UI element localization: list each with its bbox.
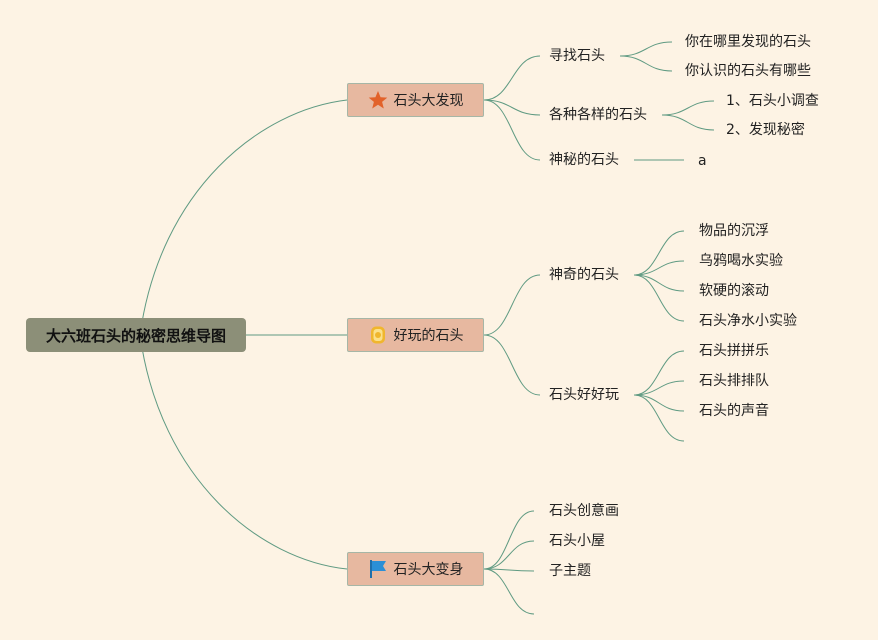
branch-label: 石头大变身 [393,562,464,578]
leaf-stone-survey[interactable]: 1、石头小调查 [726,93,819,109]
leaf-a[interactable]: a [698,153,707,169]
topic-various-stones[interactable]: 各种各样的石头 [549,107,647,123]
link-b2-1-leaf-2 [633,260,685,276]
root-topic-label: 大六班石头的秘密思维导图 [45,326,226,345]
link-b2-1-leaf-4 [633,274,685,322]
badge-icon [368,325,388,345]
link-b1-l2-3 [483,99,541,161]
link-b1-l2-2 [483,99,541,116]
branch-label: 石头大发现 [393,93,464,109]
topic-stone-art[interactable]: 石头创意画 [549,503,619,519]
leaf-sink-float[interactable]: 物品的沉浮 [699,223,769,239]
link-b1-2-leaf-1 [661,100,715,116]
leaf-rolling[interactable]: 软硬的滚动 [699,283,769,299]
topic-magic-stones[interactable]: 神奇的石头 [549,267,619,283]
topic-subtopic[interactable]: 子主题 [549,563,591,579]
branch-fun-stones[interactable]: 好玩的石头 [347,318,484,352]
link-b3-l2-1 [483,510,535,570]
link-b3-l2-3 [483,568,535,572]
leaf-crow-water[interactable]: 乌鸦喝水实验 [699,253,783,269]
link-b3-l2-4 [483,568,535,615]
root-topic[interactable]: 大六班石头的秘密思维导图 [26,318,246,352]
link-root-branch-1 [139,99,348,336]
leaf-water-purify[interactable]: 石头净水小实验 [699,313,797,329]
leaf-stone-line-up[interactable]: 石头排排队 [699,373,769,389]
link-b1-2-leaf-2 [661,114,715,131]
leaf-stone-sound[interactable]: 石头的声音 [699,403,769,419]
flag-icon [368,559,388,579]
link-b3-l2-2 [483,540,535,570]
link-b2-l2-1 [483,274,541,336]
link-b2-2-leaf-4 [633,394,685,442]
topic-mysterious-stones[interactable]: 神秘的石头 [549,152,619,168]
link-root-branch-3 [139,334,348,570]
link-b2-1-leaf-1 [633,230,685,276]
link-b2-l2-2 [483,334,541,396]
topic-find-stones[interactable]: 寻找石头 [549,48,605,64]
leaf-where-found[interactable]: 你在哪里发现的石头 [685,34,811,50]
branch-stone-transform[interactable]: 石头大变身 [347,552,484,586]
branch-stone-discovery[interactable]: 石头大发现 [347,83,484,117]
topic-stone-house[interactable]: 石头小屋 [549,533,605,549]
leaf-known-stones[interactable]: 你认识的石头有哪些 [685,63,811,79]
link-b1-1-leaf-2 [619,55,673,72]
link-b2-2-leaf-2 [633,380,685,396]
topic-fun-stones[interactable]: 石头好好玩 [549,387,619,403]
link-b2-1-leaf-3 [633,274,685,292]
leaf-discover-secret[interactable]: 2、发现秘密 [726,122,805,138]
leaf-stone-puzzle[interactable]: 石头拼拼乐 [699,343,769,359]
branch-label: 好玩的石头 [393,328,464,344]
star-icon [368,90,388,110]
link-b2-2-leaf-3 [633,394,685,412]
link-b1-l2-1 [483,55,541,101]
link-b2-2-leaf-1 [633,350,685,396]
link-b1-1-leaf-1 [619,41,673,57]
